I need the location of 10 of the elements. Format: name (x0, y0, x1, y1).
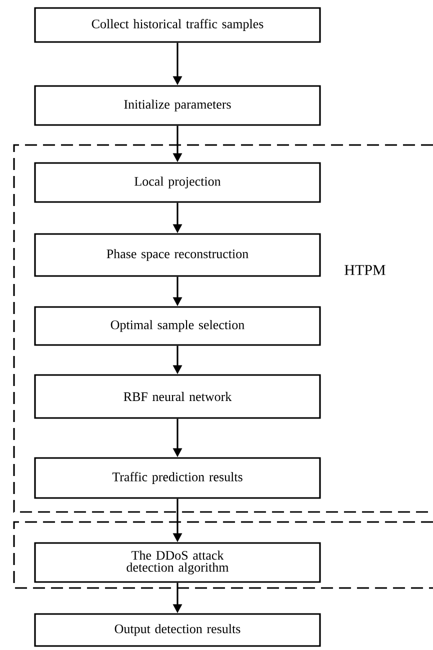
process-box: Local projection (34, 162, 321, 203)
process-box: RBF neural network (34, 374, 321, 419)
process-box: Optimal sample selection (34, 306, 321, 346)
process-box: Collect historical traffic samples (34, 7, 321, 43)
process-box: The DDoS attack detection algorithm (34, 542, 321, 583)
process-box: Traffic prediction results (34, 457, 321, 499)
process-box: Output detection results (34, 613, 321, 647)
process-box: Initialize parameters (34, 85, 321, 126)
dashed-region (13, 521, 433, 589)
process-box: Phase space reconstruction (34, 233, 321, 277)
